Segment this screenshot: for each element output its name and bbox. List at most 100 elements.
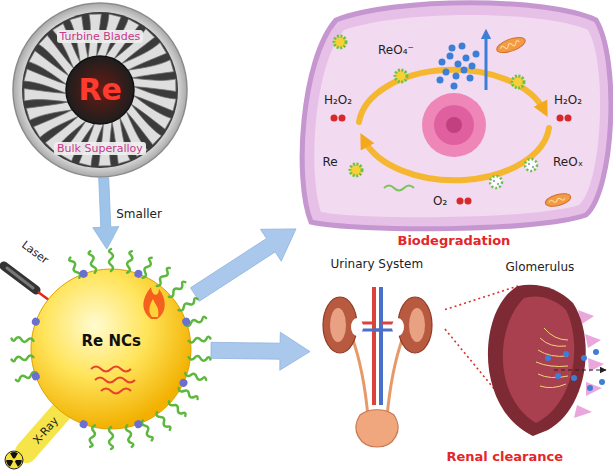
glomerulus <box>599 379 605 385</box>
cell-outline <box>334 36 346 48</box>
nanocluster-sphere <box>109 249 113 271</box>
glomerulus: Glomerulus <box>478 258 610 440</box>
nanocluster-sphere <box>188 337 210 343</box>
alloy-label: Bulk Superalloy <box>54 142 146 155</box>
size-arrow <box>93 178 119 249</box>
cell-outline <box>437 43 480 90</box>
cell-outline <box>485 34 488 90</box>
chemical-label: O₂ <box>433 194 447 208</box>
cell-outline <box>395 70 407 82</box>
nanocluster-sphere <box>141 419 154 441</box>
glomerulus <box>554 369 606 370</box>
nanocluster-sphere <box>181 317 191 327</box>
cell-outline <box>469 63 476 70</box>
chemical-label: ReOₓ <box>553 155 583 169</box>
cell-outline <box>459 43 466 50</box>
turbine-circle <box>13 3 187 177</box>
glomerulus <box>563 351 569 357</box>
turbine-circle <box>66 56 134 124</box>
nanocluster-sphere <box>88 425 96 447</box>
panel-label: Urinary System <box>331 257 424 271</box>
nanocluster-label: Re NCs <box>82 332 141 350</box>
glomerulus <box>540 384 566 388</box>
laser-pointer <box>7 268 33 288</box>
cell-outline <box>557 115 564 122</box>
nanocluster-sphere <box>188 355 210 361</box>
cell-outline <box>549 197 565 204</box>
edge-label: Smaller <box>116 207 162 221</box>
radiation-symbol <box>5 451 23 469</box>
glomerulus <box>581 355 587 361</box>
nanocluster-sphere <box>168 400 187 418</box>
nanocluster-sphere <box>125 251 133 273</box>
cell-outline <box>384 186 414 191</box>
urinary-system <box>310 255 445 450</box>
urinary-system <box>356 410 398 447</box>
chemical-label: H₂O₂ <box>554 93 582 107</box>
turbine-circle: Turbine BladesReBulk Superalloy <box>12 2 188 178</box>
glomerulus <box>585 334 601 348</box>
nanocluster-sphere <box>155 267 171 287</box>
cell-outline <box>463 55 470 62</box>
nanocluster-sphere <box>155 411 171 431</box>
cell-outline <box>490 176 502 188</box>
nanocluster-sphere <box>31 269 191 429</box>
cell-outline <box>331 115 572 205</box>
cell-outline <box>449 45 456 52</box>
cell-outline <box>447 53 454 60</box>
cell-outline <box>455 61 462 68</box>
glomerulus <box>587 385 593 391</box>
cell-outline <box>500 40 520 51</box>
cell-outline <box>359 70 544 122</box>
cell-outline <box>565 115 572 122</box>
beam-label: X-Ray <box>30 414 61 447</box>
nanocluster-sphere <box>141 257 154 279</box>
nanocluster-sphere <box>133 419 143 429</box>
nanocluster-sphere <box>178 377 189 388</box>
nanocluster-sphere <box>68 257 81 279</box>
nanocluster-sphere: Re NCs <box>11 249 211 449</box>
cell-outline <box>465 198 472 205</box>
heat-flame <box>143 287 164 319</box>
cell-outline <box>422 93 486 157</box>
nanocluster-sphere <box>31 371 41 381</box>
turbine-circle <box>21 11 179 169</box>
glomerulus <box>545 349 605 391</box>
nanocluster-sphere <box>125 425 133 447</box>
panel-label: Glomerulus <box>506 260 575 274</box>
urinary-system <box>392 318 404 336</box>
cell-outline <box>512 76 524 88</box>
cell-outline <box>525 159 537 171</box>
glomerulus <box>571 375 577 381</box>
beam-label: Laser <box>19 238 51 267</box>
glomerulus <box>574 405 592 418</box>
cell-outline: Biodegradation <box>296 0 613 252</box>
cell-outline <box>467 75 474 82</box>
glomerulus <box>538 374 568 378</box>
urinary-system <box>372 287 376 405</box>
glomerulus <box>586 382 602 396</box>
radiation-wave <box>101 389 131 394</box>
glomerulus <box>488 285 586 436</box>
nanocluster-sphere <box>31 317 41 327</box>
cell-outline <box>453 73 460 80</box>
glomerulus <box>555 373 561 379</box>
flow-arrow <box>211 332 310 370</box>
cell-outline <box>302 3 611 229</box>
cell-outline <box>495 34 527 56</box>
cell-outline <box>451 83 458 90</box>
nanocluster-sphere <box>11 249 210 449</box>
cell-outline <box>495 34 527 56</box>
cell-outline <box>339 115 346 122</box>
turbine-label: Turbine Blades <box>57 30 144 43</box>
cell-outline <box>296 0 613 252</box>
cell-outline <box>331 115 338 122</box>
cell-outline <box>437 77 444 84</box>
heat-flame <box>149 299 158 317</box>
urinary-system <box>352 337 368 417</box>
urinary-system <box>409 308 425 342</box>
nanocluster-sphere <box>11 337 33 343</box>
cell-outline <box>446 117 462 133</box>
